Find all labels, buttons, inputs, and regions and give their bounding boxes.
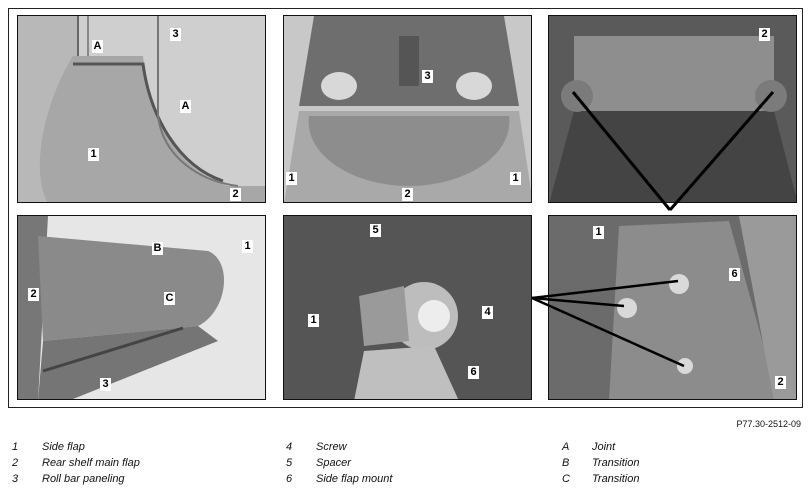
callout-6: 6	[729, 268, 740, 281]
callout-A: A	[180, 100, 191, 113]
figure-frame	[8, 8, 803, 408]
callout-2: 2	[775, 376, 786, 389]
callout-1: 1	[286, 172, 297, 185]
callout-1: 1	[510, 172, 521, 185]
photo-4-art	[18, 216, 265, 399]
photo-side-flap-mount: 1 6 2	[548, 215, 797, 400]
callout-4: 4	[482, 306, 493, 319]
callout-2: 2	[759, 28, 770, 41]
callout-1: 1	[593, 226, 604, 239]
photo-3-art	[549, 16, 796, 202]
photo-5-art	[284, 216, 531, 399]
callout-1: 1	[242, 240, 253, 253]
callout-3: 3	[422, 70, 433, 83]
photo-screw-spacer: 5 4 1 6	[283, 215, 532, 400]
callout-A: A	[92, 40, 103, 53]
photo-6-art	[549, 216, 796, 399]
callout-6: 6	[468, 366, 479, 379]
photo-side-flap-joint: 3 A A 1 2	[17, 15, 266, 203]
photo-rear-shelf-overview: 3 1 2 1	[283, 15, 532, 203]
callout-5: 5	[370, 224, 381, 237]
callout-1: 1	[308, 314, 319, 327]
callout-C: C	[164, 292, 175, 305]
callout-1: 1	[88, 148, 99, 161]
photo-transitions: B 1 2 C 3	[17, 215, 266, 400]
photo-2-art	[284, 16, 531, 202]
callout-3: 3	[100, 378, 111, 391]
photo-rear-shelf-removed: 2	[548, 15, 797, 203]
callout-2: 2	[230, 188, 241, 201]
figure-code: P77.30-2512-09	[736, 419, 801, 429]
callout-2: 2	[28, 288, 39, 301]
callout-3: 3	[170, 28, 181, 41]
callout-B: B	[152, 242, 163, 255]
callout-2: 2	[402, 188, 413, 201]
photo-1-art	[18, 16, 265, 202]
